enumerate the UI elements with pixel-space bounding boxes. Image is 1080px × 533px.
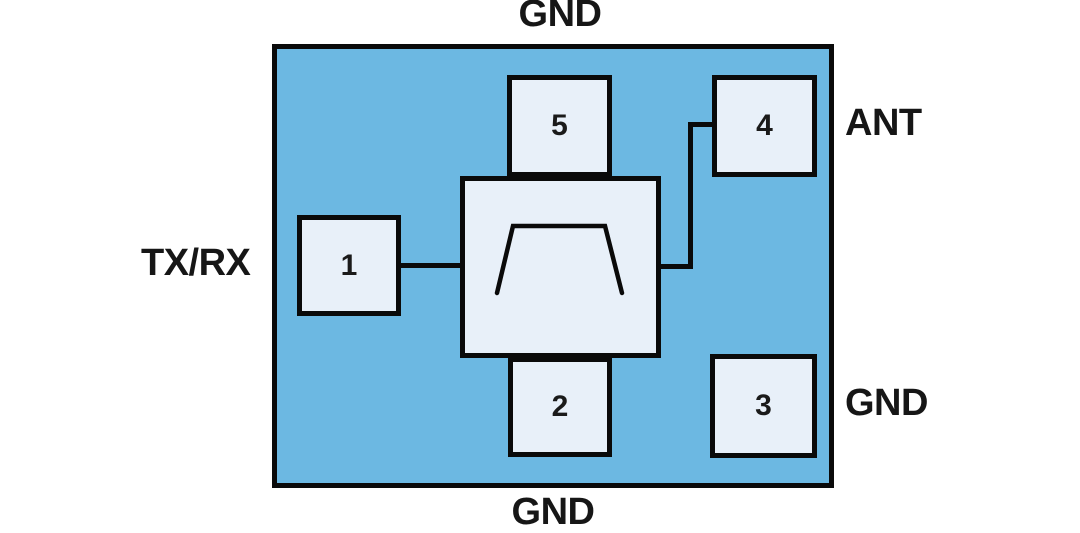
- label-ant: ANT: [845, 102, 922, 144]
- filter-element-box: [460, 176, 661, 358]
- wire-elbow-to-pad4: [690, 122, 714, 127]
- pad-number: 4: [756, 109, 773, 142]
- pad-number: 5: [551, 109, 568, 142]
- pad-4: 4: [712, 75, 817, 177]
- label-tx-rx: TX/RX: [141, 242, 251, 284]
- pad-5: 5: [507, 75, 612, 177]
- bandpass-filter-icon: [494, 223, 625, 296]
- wire-pad1-to-filter: [398, 263, 462, 268]
- label-gnd-right: GND: [845, 382, 928, 424]
- wire-filter-to-elbow: [658, 264, 692, 269]
- label-gnd-bottom: GND: [511, 491, 595, 533]
- pad-number: 3: [755, 389, 772, 422]
- pad-3: 3: [710, 354, 817, 458]
- label-gnd-top: GND: [518, 0, 602, 35]
- pad-number: 1: [340, 248, 358, 282]
- pad-2: 2: [508, 357, 612, 457]
- pad-1: 1: [297, 215, 401, 316]
- wire-elbow-vertical: [688, 122, 693, 269]
- pad-number: 2: [551, 390, 569, 423]
